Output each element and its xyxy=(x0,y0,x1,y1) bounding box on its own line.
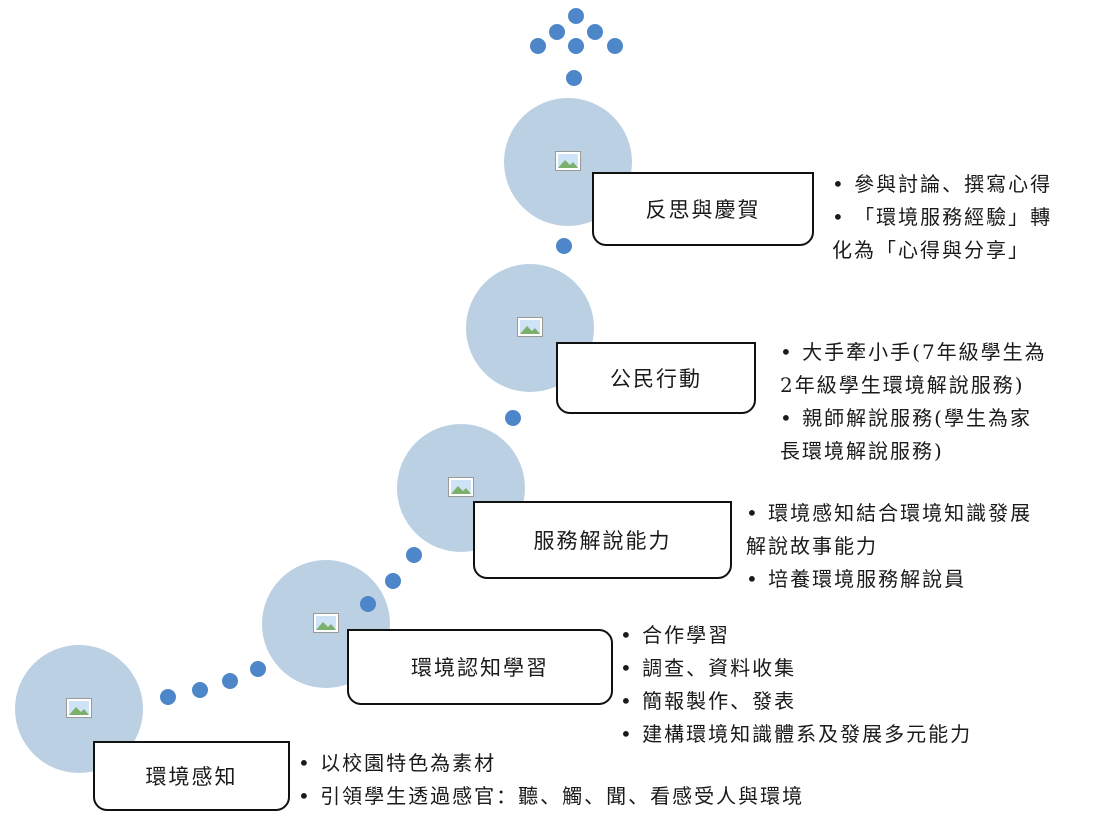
stage-5-bullet-2: • 「環境服務經驗」轉 xyxy=(832,205,1053,229)
stage-1-bullets: • 以校園特色為素材 • 引領學生透過感官：聽、觸、聞、看感受人與環境 xyxy=(298,747,804,813)
image-placeholder-icon xyxy=(313,613,339,633)
connector-dot xyxy=(222,673,238,689)
connector-dot xyxy=(192,682,208,698)
image-placeholder-icon xyxy=(66,698,92,718)
stage-3-bullet-1: • 環境感知結合環境知識發展 xyxy=(746,501,1033,525)
connector-dot xyxy=(250,661,266,677)
stage-3-bullet-2: 解說故事能力 xyxy=(746,534,878,558)
stage-2-bullet-3: • 簡報製作、發表 xyxy=(620,689,797,713)
stage-5-bullets: • 參與討論、撰寫心得 • 「環境服務經驗」轉 化為「心得與分享」 xyxy=(832,168,1052,267)
connector-dot xyxy=(556,238,572,254)
stage-3-title: 服務解說能力 xyxy=(533,529,672,553)
arrow-dot xyxy=(566,70,582,86)
arrow-dot xyxy=(568,8,584,24)
arrow-dot xyxy=(607,38,623,54)
connector-dot xyxy=(406,547,422,563)
arrow-dot xyxy=(587,24,603,40)
arrow-dot xyxy=(530,38,546,54)
stage-1-title: 環境感知 xyxy=(145,765,238,789)
stage-4-bullet-1: • 大手牽小手(7年級學生為 xyxy=(780,340,1047,364)
image-placeholder-icon xyxy=(555,151,581,171)
stage-2-bullet-2: • 調查、資料收集 xyxy=(620,656,797,680)
stage-4-bullets: • 大手牽小手(7年級學生為 2年級學生環境解說服務) • 親師解說服務(學生為… xyxy=(780,336,1047,468)
stage-3-label: 服務解說能力 xyxy=(473,501,732,579)
arrow-dot xyxy=(568,38,584,54)
stage-2-bullets: • 合作學習 • 調查、資料收集 • 簡報製作、發表 • 建構環境知識體系及發展… xyxy=(620,619,972,751)
stage-3-bullets: • 環境感知結合環境知識發展 解說故事能力 • 培養環境服務解說員 xyxy=(746,497,1032,596)
stage-4-label: 公民行動 xyxy=(556,342,756,414)
arrow-dot xyxy=(549,24,565,40)
stage-5-bullet-3: 化為「心得與分享」 xyxy=(832,238,1030,262)
connector-dot xyxy=(385,573,401,589)
connector-dot xyxy=(505,410,521,426)
stage-1-bullet-1: • 以校園特色為素材 xyxy=(298,751,497,775)
connector-dot xyxy=(360,596,376,612)
stage-4-bullet-3: • 親師解說服務(學生為家 xyxy=(780,406,1032,430)
image-placeholder-icon xyxy=(448,477,474,497)
image-placeholder-icon xyxy=(517,317,543,337)
stage-4-bullet-4: 長環境解說服務) xyxy=(780,439,944,463)
stage-2-title: 環境認知學習 xyxy=(411,656,549,680)
stage-5-label: 反思與慶賀 xyxy=(592,172,814,246)
stage-2-bullet-4: • 建構環境知識體系及發展多元能力 xyxy=(620,722,973,746)
stage-5-bullet-1: • 參與討論、撰寫心得 xyxy=(832,172,1053,196)
stage-1-bullet-2: • 引領學生透過感官：聽、觸、聞、看感受人與環境 xyxy=(298,784,805,808)
stage-2-bullet-1: • 合作學習 xyxy=(620,623,731,647)
connector-dot xyxy=(160,689,176,705)
stage-1-circle xyxy=(15,645,143,773)
stage-2-label: 環境認知學習 xyxy=(347,629,613,705)
stage-1-label: 環境感知 xyxy=(93,741,290,811)
stage-4-title: 公民行動 xyxy=(610,367,702,391)
stage-3-bullet-3: • 培養環境服務解說員 xyxy=(746,567,967,591)
stage-4-bullet-2: 2年級學生環境解說服務) xyxy=(780,373,1025,397)
stage-5-title: 反思與慶賀 xyxy=(645,198,761,222)
